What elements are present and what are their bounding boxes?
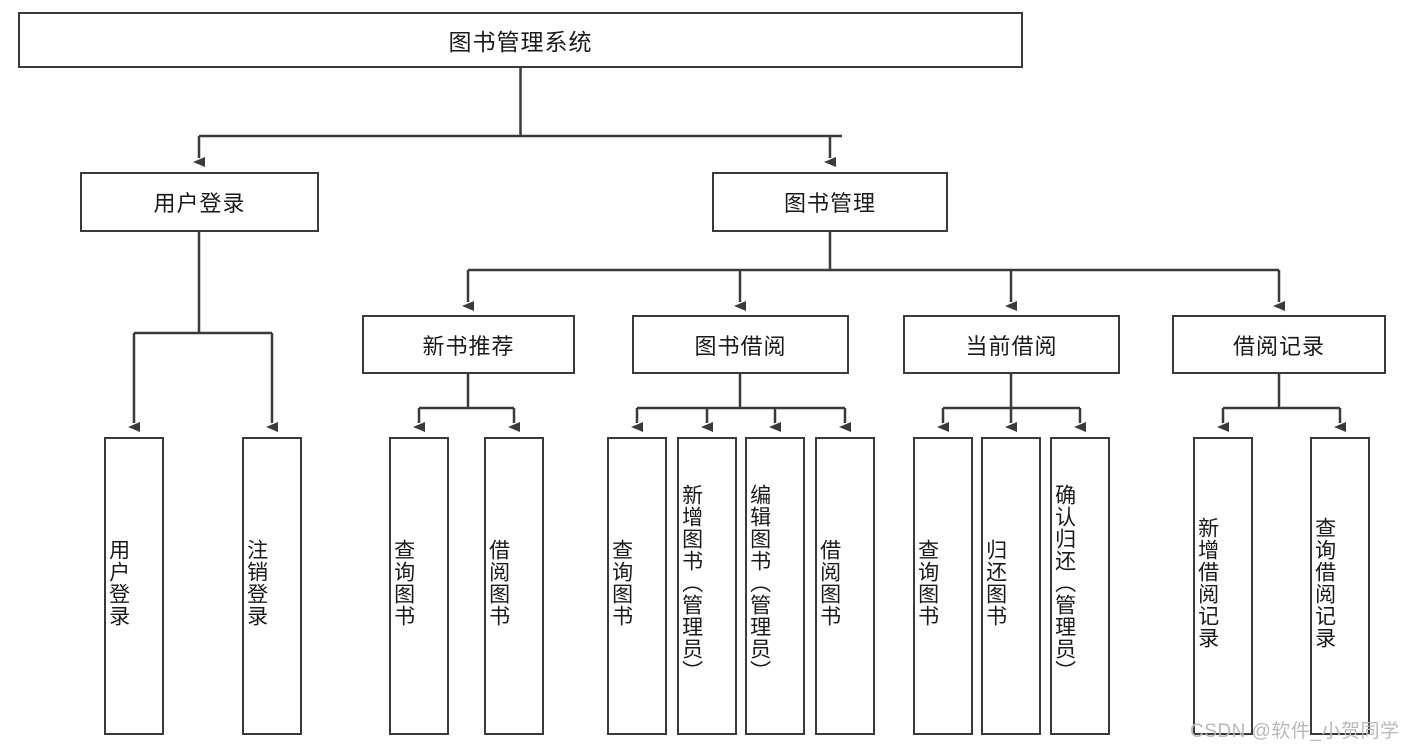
node-label: 归还图书 — [983, 539, 1007, 627]
leaf-current-borrow-return-books[interactable]: 归还图书 — [981, 437, 1041, 735]
node-label: 图书借阅 — [694, 333, 787, 359]
leaf-borrow-record-query-record[interactable]: 查询借阅记录 — [1310, 437, 1370, 735]
node-current-borrow[interactable]: 当前借阅 — [903, 315, 1120, 374]
leaf-book-borrow-add-book-admin[interactable]: 新增图书（管理员） — [677, 437, 737, 735]
node-label: 新增借阅记录 — [1195, 517, 1219, 649]
leaf-current-borrow-confirm-return-admin[interactable]: 确认归还（管理员） — [1050, 437, 1110, 735]
node-label: 新增图书（管理员） — [679, 484, 703, 682]
node-label: 查询图书 — [915, 539, 939, 627]
leaf-borrow-record-add-record[interactable]: 新增借阅记录 — [1193, 437, 1253, 735]
node-label: 用户登录 — [153, 191, 246, 216]
node-book-borrow[interactable]: 图书借阅 — [632, 315, 849, 374]
node-label: 图书管理系统 — [448, 29, 593, 55]
leaf-current-borrow-query-books[interactable]: 查询图书 — [913, 437, 973, 735]
node-label: 借阅记录 — [1232, 333, 1325, 359]
leaf-user-login-login[interactable]: 用户登录 — [104, 437, 164, 735]
node-label: 图书管理 — [783, 191, 876, 216]
leaf-book-borrow-borrow-books[interactable]: 借阅图书 — [815, 437, 875, 735]
node-label: 新书推荐 — [422, 333, 515, 359]
node-book-management[interactable]: 图书管理 — [712, 172, 948, 232]
leaf-book-borrow-query-books[interactable]: 查询图书 — [607, 437, 667, 735]
node-label: 用户登录 — [106, 539, 130, 627]
node-label: 借阅图书 — [817, 539, 841, 627]
node-label: 查询图书 — [391, 539, 415, 627]
leaf-new-book-query-books[interactable]: 查询图书 — [389, 437, 449, 735]
node-label: 确认归还（管理员） — [1052, 484, 1076, 682]
leaf-book-borrow-edit-book-admin[interactable]: 编辑图书（管理员） — [745, 437, 805, 735]
node-borrow-record[interactable]: 借阅记录 — [1172, 315, 1386, 374]
node-new-book-recommend[interactable]: 新书推荐 — [362, 315, 575, 374]
node-label: 借阅图书 — [486, 539, 510, 627]
leaf-user-login-logout[interactable]: 注销登录 — [242, 437, 302, 735]
node-label: 查询图书 — [609, 539, 633, 627]
node-label: 查询借阅记录 — [1312, 517, 1336, 649]
node-label: 编辑图书（管理员） — [747, 484, 771, 682]
leaf-new-book-borrow-books[interactable]: 借阅图书 — [484, 437, 544, 735]
node-root-book-management-system[interactable]: 图书管理系统 — [18, 12, 1023, 68]
node-label: 注销登录 — [244, 539, 268, 627]
node-label: 当前借阅 — [965, 333, 1058, 359]
node-user-login[interactable]: 用户登录 — [80, 172, 319, 232]
